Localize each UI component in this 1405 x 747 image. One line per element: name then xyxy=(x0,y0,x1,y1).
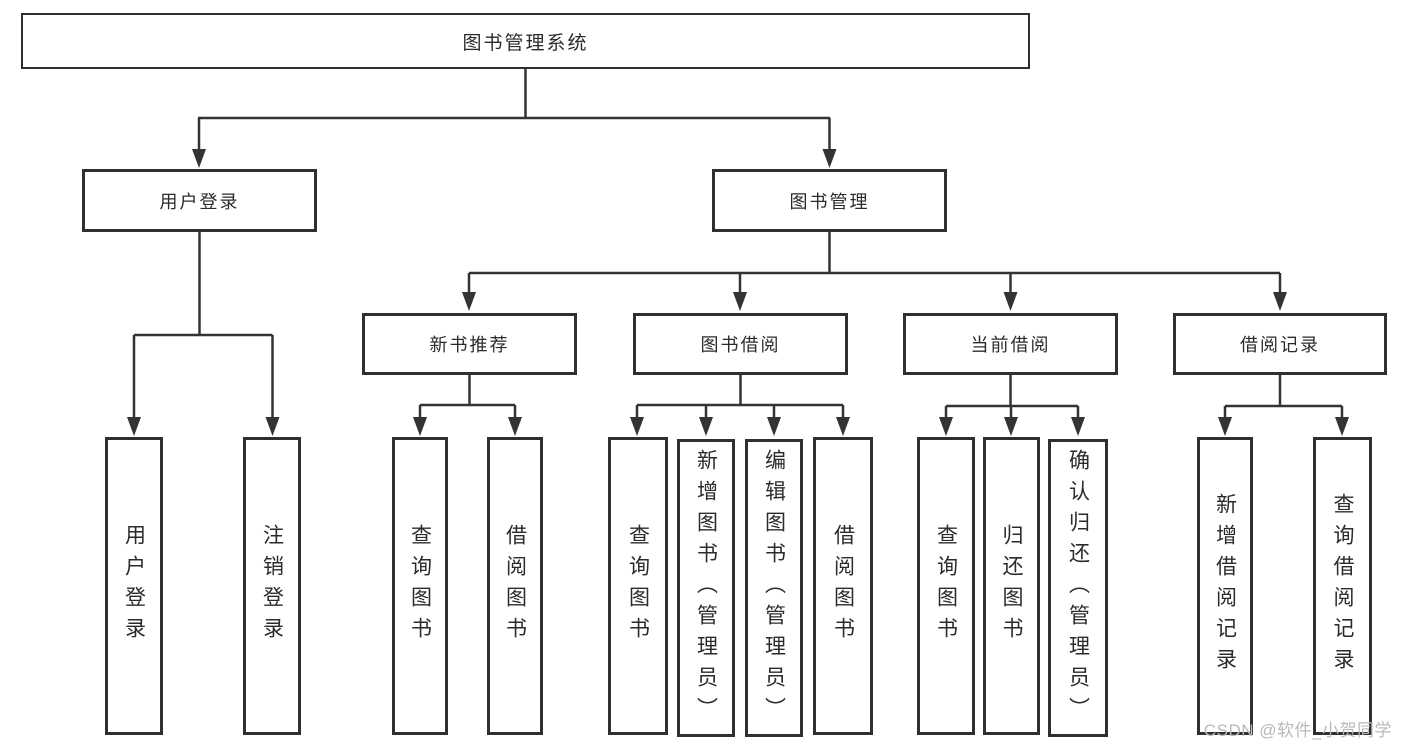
leaf-logout: 注销登录 xyxy=(243,437,301,735)
node-book-borrow: 图书借阅 xyxy=(633,313,848,375)
leaf-query-borrow-record: 查询借阅记录 xyxy=(1313,437,1372,735)
node-book-management: 图书管理 xyxy=(712,169,947,232)
node-current-borrow: 当前借阅 xyxy=(903,313,1118,375)
leaf-query-book-borrow: 查询图书 xyxy=(608,437,668,735)
leaf-borrow-book-recommend: 借阅图书 xyxy=(487,437,543,735)
leaf-return-book: 归还图书 xyxy=(983,437,1040,735)
leaf-user-login: 用户登录 xyxy=(105,437,163,735)
leaf-borrow-book: 借阅图书 xyxy=(813,437,873,735)
leaf-add-book-admin: 新增图书（管理员） xyxy=(677,439,735,737)
node-new-book-recommend: 新书推荐 xyxy=(362,313,577,375)
watermark: CSDN @软件_小贺同学 xyxy=(1203,721,1392,740)
node-borrow-record: 借阅记录 xyxy=(1173,313,1387,375)
node-user-login: 用户登录 xyxy=(82,169,317,232)
node-root-library-system: 图书管理系统 xyxy=(21,13,1030,69)
leaf-add-borrow-record: 新增借阅记录 xyxy=(1197,437,1253,735)
leaf-query-book-recommend: 查询图书 xyxy=(392,437,448,735)
leaf-confirm-return-admin: 确认归还（管理员） xyxy=(1048,439,1108,737)
leaf-edit-book-admin: 编辑图书（管理员） xyxy=(745,439,803,737)
leaf-query-book-current: 查询图书 xyxy=(917,437,975,735)
